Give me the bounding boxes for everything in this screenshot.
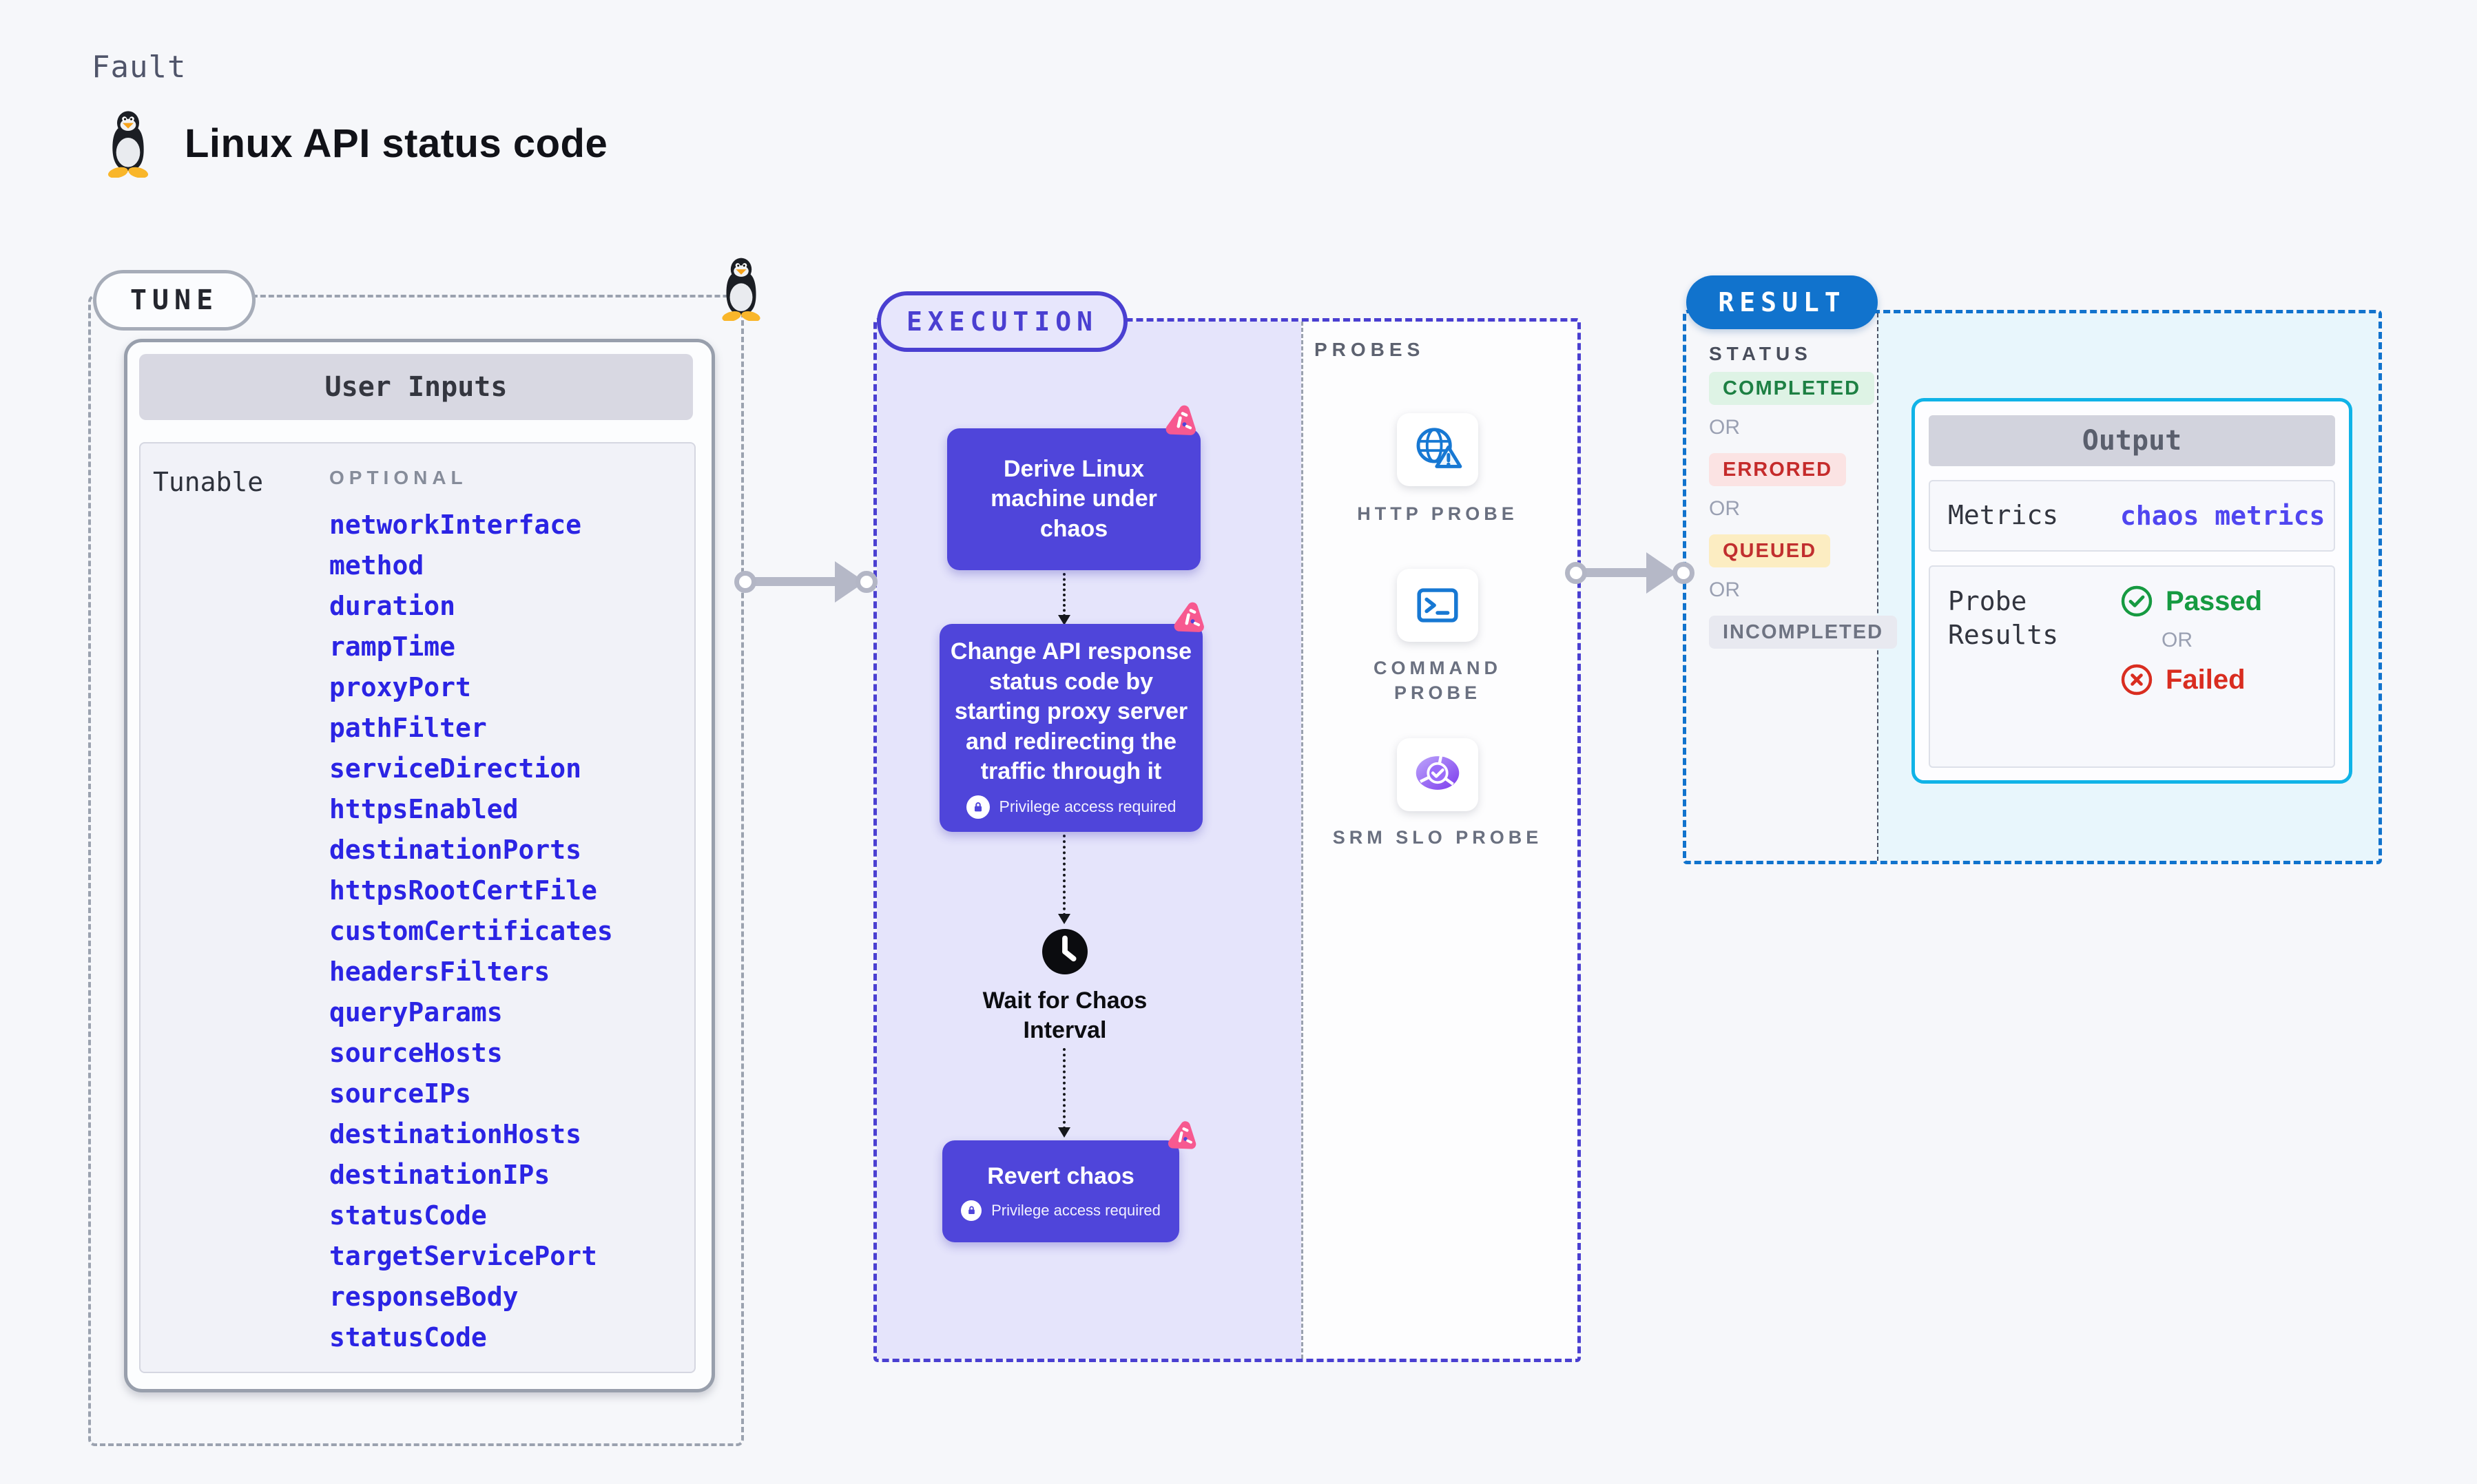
privilege-note-text: Privilege access required xyxy=(991,1201,1161,1219)
tunable-item[interactable]: duration xyxy=(329,591,456,621)
tunable-item[interactable]: targetServicePort xyxy=(329,1241,597,1271)
clock-icon xyxy=(1040,927,1090,976)
tunable-item[interactable]: sourceIPs xyxy=(329,1078,471,1109)
step-revert-chaos: Revert chaos Privilege access required xyxy=(942,1140,1179,1242)
step-label: Revert chaos xyxy=(987,1163,1134,1190)
or-label: OR xyxy=(1709,416,1740,439)
step-label: Change API response status code by start… xyxy=(950,638,1192,785)
tunable-item[interactable]: method xyxy=(329,550,424,581)
failed-row: Failed xyxy=(2120,663,2262,696)
tunable-item[interactable]: httpsEnabled xyxy=(329,794,519,824)
metrics-label: Metrics xyxy=(1948,500,2059,531)
tunable-item[interactable]: destinationIPs xyxy=(329,1160,550,1190)
tunable-item[interactable]: statusCode xyxy=(329,1200,487,1231)
probe-label: HTTP PROBE xyxy=(1357,503,1518,524)
passed-label: Passed xyxy=(2166,585,2263,616)
flow-arrow xyxy=(1058,835,1070,924)
srm-slo-probe-card xyxy=(1397,738,1478,811)
passed-row: Passed xyxy=(2120,585,2262,618)
or-label: OR xyxy=(2162,629,2193,651)
privilege-note: Privilege access required xyxy=(966,795,1177,819)
tune-badge: TUNE xyxy=(93,270,256,331)
command-probe-card xyxy=(1397,569,1478,642)
status-header: STATUS xyxy=(1709,343,1812,364)
probe-label: SRM SLO PROBE xyxy=(1332,827,1543,848)
litmus-chaos-icon xyxy=(1159,401,1200,442)
status-badge-incompleted: INCOMPLETED xyxy=(1709,616,1898,649)
output-header: Output xyxy=(1929,415,2335,466)
lock-icon xyxy=(961,1200,982,1221)
probe-label: COMMAND PROBE xyxy=(1374,658,1502,704)
tunable-row-label: Tunable xyxy=(153,467,264,497)
tunable-item[interactable]: pathFilter xyxy=(329,713,487,743)
privilege-note-text: Privilege access required xyxy=(999,797,1177,816)
litmus-chaos-icon xyxy=(1161,1117,1200,1156)
tunable-item[interactable]: customCertificates xyxy=(329,916,613,946)
probe-results-row: Probe Results Passed OR Failed xyxy=(1929,565,2335,768)
flow-arrow xyxy=(1058,573,1070,625)
status-badge-queued: QUEUED xyxy=(1709,534,1831,567)
tux-icon xyxy=(101,109,156,178)
slo-donut-icon xyxy=(1410,747,1465,802)
step-label: Derive Linux machine under chaos xyxy=(991,455,1157,542)
tune-to-execution-arrow xyxy=(734,560,878,604)
tux-icon xyxy=(715,256,767,321)
tunable-item[interactable]: rampTime xyxy=(329,631,456,662)
tunable-item[interactable]: responseBody xyxy=(329,1282,519,1312)
execution-to-result-arrow xyxy=(1565,551,1694,595)
tunable-list: networkInterface method duration rampTim… xyxy=(329,511,613,1351)
tunable-item[interactable]: statusCode xyxy=(329,1322,487,1352)
check-circle-icon xyxy=(2121,585,2153,617)
probes-area xyxy=(1301,322,1577,1359)
tunable-item[interactable]: serviceDirection xyxy=(329,753,582,784)
tune-section xyxy=(88,295,744,1446)
tunable-item[interactable]: sourceHosts xyxy=(329,1038,503,1068)
tunable-item[interactable]: networkInterface xyxy=(329,510,582,540)
output-card: Output Metrics chaos metrics Probe Resul… xyxy=(1911,398,2352,784)
tunable-item[interactable]: proxyPort xyxy=(329,672,471,702)
execution-badge: EXECUTION xyxy=(877,291,1128,352)
metrics-value-link[interactable]: chaos metrics xyxy=(2120,501,2325,531)
privilege-note: Privilege access required xyxy=(961,1200,1161,1221)
metrics-row: Metrics chaos metrics xyxy=(1929,480,2335,552)
lock-icon xyxy=(966,795,990,819)
failed-label: Failed xyxy=(2166,664,2246,695)
tunable-item[interactable]: destinationHosts xyxy=(329,1119,582,1149)
step-derive-machine: Derive Linux machine under chaos xyxy=(947,428,1201,570)
optional-column-label: OPTIONAL xyxy=(329,467,468,488)
step-change-status-code: Change API response status code by start… xyxy=(940,624,1203,832)
globe-alert-icon xyxy=(1411,423,1464,477)
probe-results-values: Passed OR Failed xyxy=(2120,585,2262,696)
user-inputs-header: User Inputs xyxy=(139,354,693,420)
litmus-chaos-icon xyxy=(1167,598,1208,639)
user-inputs-list xyxy=(139,442,696,1373)
http-probe-card xyxy=(1397,413,1478,486)
wait-step-label: Wait for Chaos Interval xyxy=(982,987,1148,1043)
x-circle-icon xyxy=(2121,664,2153,696)
or-label: OR xyxy=(1709,578,1740,601)
tunable-item[interactable]: headersFilters xyxy=(329,957,550,987)
page-title: Linux API status code xyxy=(185,121,608,166)
result-badge: RESULT xyxy=(1686,275,1878,329)
terminal-icon xyxy=(1411,578,1464,632)
tunable-item[interactable]: destinationPorts xyxy=(329,835,582,865)
kicker-label: Fault xyxy=(92,50,187,85)
or-label: OR xyxy=(1709,497,1740,520)
probe-results-label: Probe Results xyxy=(1948,586,2059,651)
flow-arrow xyxy=(1058,1048,1070,1138)
status-badge-completed: COMPLETED xyxy=(1709,372,1875,405)
tunable-item[interactable]: queryParams xyxy=(329,997,503,1027)
status-badge-errored: ERRORED xyxy=(1709,453,1847,486)
probes-header: PROBES xyxy=(1314,339,1425,360)
tunable-item[interactable]: httpsRootCertFile xyxy=(329,875,597,906)
title-row: Linux API status code xyxy=(101,109,608,178)
